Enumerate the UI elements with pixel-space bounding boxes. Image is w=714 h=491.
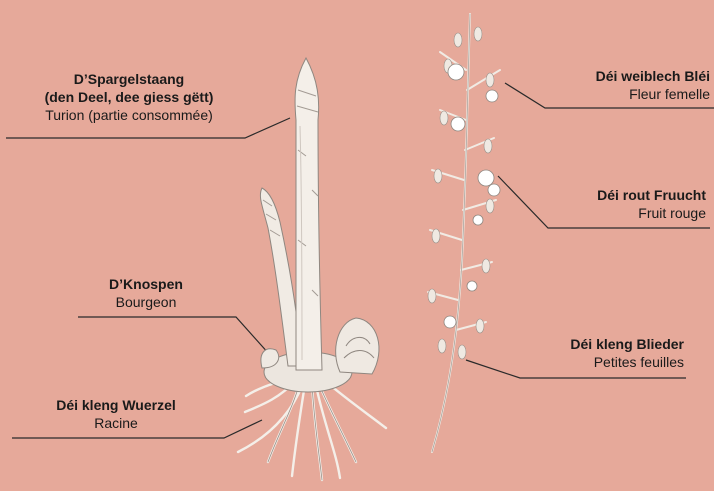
turion-label-luxembourgish-line1: D’Spargelstaang xyxy=(8,70,250,88)
flower-label-luxembourgish: Déi weiblech Bléi xyxy=(540,67,710,85)
bud-label-french: Bourgeon xyxy=(60,293,232,311)
turion-label: D’Spargelstaang (den Deel, dee giess gët… xyxy=(8,70,250,124)
leader-lines xyxy=(6,83,714,438)
turion-label-french: Turion (partie consommée) xyxy=(8,106,250,124)
leaves-label-luxembourgish: Déi kleng Blieder xyxy=(514,335,684,353)
turion-label-luxembourgish-line2: (den Deel, dee giess gëtt) xyxy=(8,88,250,106)
flower-label: Déi weiblech Bléi Fleur femelle xyxy=(540,67,710,103)
fruit-label: Déi rout Fruucht Fruit rouge xyxy=(536,186,706,222)
asparagus-plant xyxy=(238,58,386,480)
bud-cluster xyxy=(336,318,379,374)
leaves-label-french: Petites feuilles xyxy=(514,353,684,371)
root-label-french: Racine xyxy=(20,414,212,432)
fruit-label-luxembourgish: Déi rout Fruucht xyxy=(536,186,706,204)
bud-label: D’Knospen Bourgeon xyxy=(60,275,232,311)
fruit-label-french: Fruit rouge xyxy=(536,204,706,222)
root-label: Déi kleng Wuerzel Racine xyxy=(20,396,212,432)
fruiting-stem xyxy=(428,14,500,452)
root-label-luxembourgish: Déi kleng Wuerzel xyxy=(20,396,212,414)
main-spear xyxy=(295,58,322,370)
bud-label-luxembourgish: D’Knospen xyxy=(60,275,232,293)
flower-label-french: Fleur femelle xyxy=(540,85,710,103)
leaves-label: Déi kleng Blieder Petites feuilles xyxy=(514,335,684,371)
leader-line-bud xyxy=(78,317,270,355)
roots xyxy=(238,378,386,480)
